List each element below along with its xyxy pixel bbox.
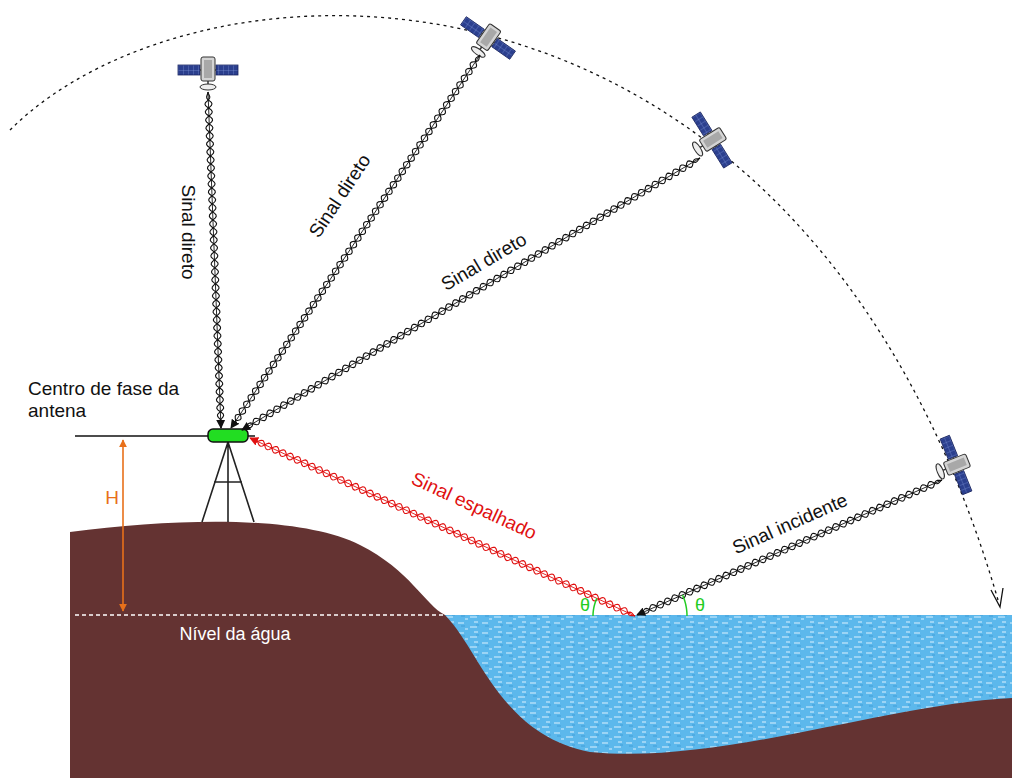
antenna-label: Centro de fase da antena [28, 378, 198, 422]
signal-ray [250, 438, 635, 616]
signal-ray [242, 158, 700, 430]
angle-arcs [593, 595, 687, 616]
signal-label: Sinal direto [305, 150, 376, 241]
water-level-label: Nível da água [179, 624, 290, 645]
signal-wave [637, 480, 942, 615]
angle-label: θ [580, 595, 590, 616]
angle-label: θ [695, 595, 705, 616]
signal-wave [242, 158, 700, 430]
satellite [178, 57, 238, 90]
height-dimension [122, 440, 124, 611]
signal-label: Sinal direto [437, 229, 530, 296]
antenna [208, 429, 248, 442]
signal-wave [242, 158, 700, 430]
angle-arc [593, 598, 597, 616]
water-level-line [75, 614, 445, 616]
satellite [926, 432, 979, 500]
tripod [202, 442, 254, 522]
signal-label: Sinal direto [177, 184, 199, 279]
height-label: H [105, 487, 119, 509]
orbit-arrow [991, 588, 1003, 607]
satellite [679, 108, 739, 176]
signal-label: Sinal incidente [729, 489, 851, 559]
signal-ray [231, 55, 480, 428]
signal-ray [637, 480, 942, 615]
signal-ray [208, 92, 221, 428]
ground [70, 522, 1012, 778]
angle-arc [683, 595, 687, 616]
signal-wave [205, 92, 224, 428]
signal-wave [205, 92, 223, 428]
signal-label: Sinal espalhado [408, 468, 540, 545]
orbit-path [10, 16, 998, 600]
signals [205, 55, 942, 616]
satellite [452, 10, 520, 71]
